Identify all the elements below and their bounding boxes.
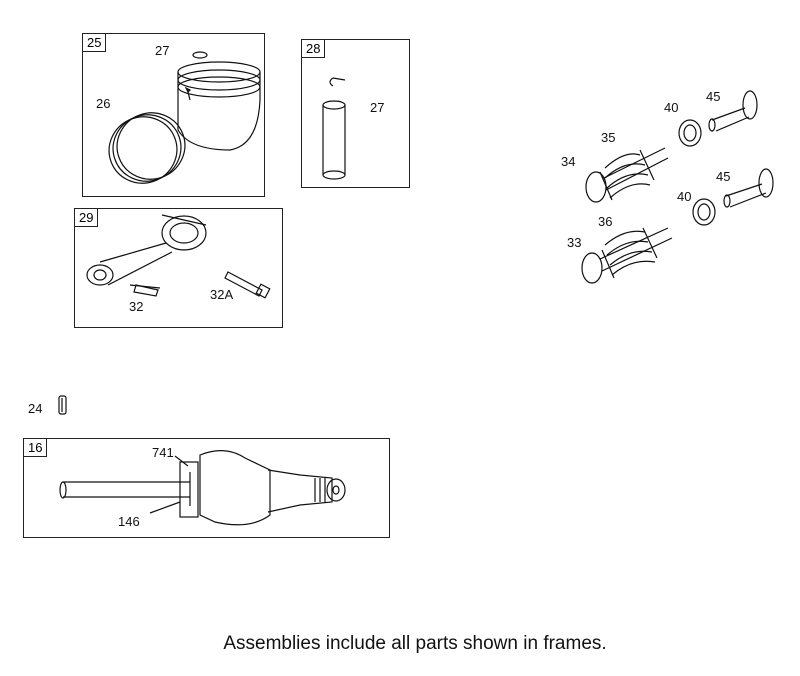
crankshaft-drawing xyxy=(59,450,346,526)
frame-number: 16 xyxy=(24,439,48,457)
part-label-27: 27 xyxy=(155,43,170,58)
spring-36-drawing xyxy=(601,227,658,279)
part-label-45: 45 xyxy=(706,89,721,104)
part-label-32a: 32A xyxy=(210,287,234,302)
valve-upper-drawing xyxy=(585,147,669,203)
part-label-45: 45 xyxy=(716,169,731,184)
bolt-32a-drawing xyxy=(224,271,271,299)
frame-piston-assembly: 25 xyxy=(82,33,265,197)
part-label-24: 24 xyxy=(28,401,43,416)
piston-drawing xyxy=(177,61,261,151)
bolt-32-drawing xyxy=(133,284,159,297)
part-label-27: 27 xyxy=(370,100,385,115)
part-label-32: 32 xyxy=(129,299,144,314)
retaining-ring-drawing xyxy=(192,51,208,59)
frame-number: 28 xyxy=(302,40,326,58)
valve-lower-drawing xyxy=(581,227,673,284)
frame-number: 25 xyxy=(83,34,107,52)
frame-connecting-rod: 29 xyxy=(74,208,283,328)
part-label-26: 26 xyxy=(96,96,111,111)
part-label-40: 40 xyxy=(677,189,692,204)
part-label-34: 34 xyxy=(561,154,576,169)
frame-crankshaft: 16 xyxy=(23,438,390,538)
tappet-45-lower-drawing xyxy=(723,168,774,208)
frame-piston-pin: 28 xyxy=(301,39,410,188)
part-label-40: 40 xyxy=(664,100,679,115)
part-label-36: 36 xyxy=(598,214,613,229)
frame-number: 29 xyxy=(75,209,99,227)
part-label-35: 35 xyxy=(601,130,616,145)
tappet-45-upper-drawing xyxy=(708,90,758,132)
connecting-rod-drawing xyxy=(86,214,207,289)
assemblies-caption: Assemblies include all parts shown in fr… xyxy=(223,633,607,654)
piston-rings-drawing xyxy=(108,112,186,184)
key-24-drawing xyxy=(58,395,67,415)
part-label-33: 33 xyxy=(567,235,582,250)
retainer-40-lower-drawing xyxy=(692,198,716,226)
part-label-741: 741 xyxy=(152,445,174,460)
retainer-40-upper-drawing xyxy=(678,119,702,147)
part-label-146: 146 xyxy=(118,514,140,529)
spring-35-drawing xyxy=(599,149,655,201)
piston-pin-drawing xyxy=(322,77,346,180)
